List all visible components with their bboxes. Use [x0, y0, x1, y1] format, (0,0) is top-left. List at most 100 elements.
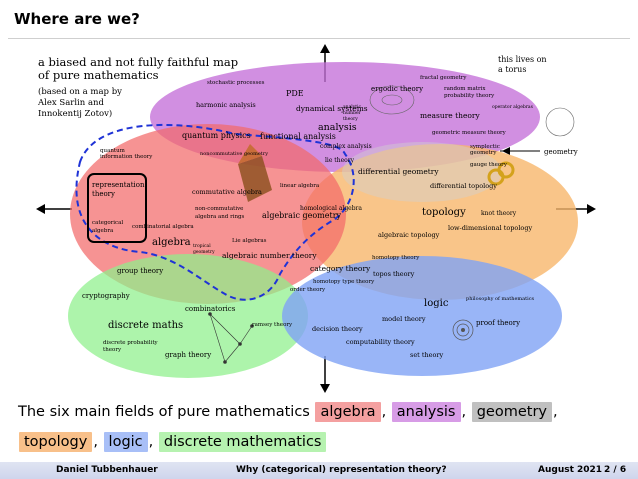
svg-text:knot theory: knot theory [481, 210, 517, 217]
map-caption-line-2: of pure mathematics [38, 68, 159, 82]
region-logic [282, 256, 562, 376]
footer-date: August 2021 [538, 465, 603, 475]
label-lie-algebras: Lie algebras [232, 238, 267, 244]
pyramid-sketch [238, 144, 272, 202]
svg-text:algebraic number theory: algebraic number theory [222, 251, 317, 260]
label-combinatorial-algebra: combinatorial algebra [132, 224, 194, 230]
label-group-theory: group theory [117, 267, 163, 275]
svg-text:homotopy type theory: homotopy type theory [313, 279, 375, 285]
svg-text:topology: topology [422, 207, 466, 218]
arrow-left-icon [36, 204, 72, 214]
label-homological-algebra: homological algebra [300, 205, 362, 212]
label-set-theory: set theory [410, 351, 444, 359]
label-operator-algebras: operator algebras [492, 104, 534, 110]
label-functional-analysis: functional analysis [260, 132, 336, 141]
svg-text:model theory: model theory [382, 315, 426, 323]
tag-logic: logic [103, 432, 148, 452]
tag-geometry: geometry [471, 402, 552, 422]
label-order-theory: order theory [290, 287, 326, 293]
svg-text:symplectic: symplectic [470, 144, 500, 150]
label-geometric-measure-theory: geometric measure theory [432, 130, 507, 136]
map-caption-line-1: a biased and not fully faithful map [38, 55, 238, 69]
svg-text:complex analysis: complex analysis [320, 143, 372, 150]
label-knot-theory: knot theory [481, 210, 517, 217]
svg-text:algebra: algebra [92, 228, 114, 234]
svg-text:geometric measure theory: geometric measure theory [432, 130, 507, 136]
svg-text:a biased and not fully faithfu: a biased and not fully faithful map [38, 55, 238, 69]
label-algebraic-geometry: algebraic geometry [262, 211, 342, 220]
label-noncommutative-geometry: noncommutative geometry [200, 151, 268, 157]
svg-text:Lie algebras: Lie algebras [232, 238, 267, 244]
svg-text:analysis: analysis [318, 122, 357, 133]
label-differential-topology: differential topology [430, 182, 497, 190]
region-algebra [70, 124, 346, 304]
svg-text:tropical: tropical [193, 243, 211, 249]
svg-text:homological algebra: homological algebra [300, 205, 362, 212]
label-quantum-physics: quantum physics [182, 131, 251, 140]
math-map: a biased and not fully faithful map of p… [36, 44, 596, 393]
label-topology: topology [422, 207, 466, 218]
svg-text:algebra: algebra [152, 237, 191, 248]
svg-text:functional analysis: functional analysis [260, 132, 336, 141]
label-discrete-maths: discrete maths [108, 320, 183, 331]
svg-text:homotopy theory: homotopy theory [372, 255, 420, 261]
svg-text:dynamical systems: dynamical systems [296, 104, 368, 113]
label-algebraic-number-theory: algebraic number theory [222, 251, 317, 260]
svg-text:random matrix: random matrix [444, 86, 486, 92]
label-analytic-number-theory: analytic [343, 104, 361, 110]
label-algebraic-topology: algebraic topology [378, 231, 440, 239]
svg-text:linear algebra: linear algebra [280, 183, 320, 189]
map-credit-line-2: Alex Sarlin and [37, 98, 104, 108]
svg-text:harmonic analysis: harmonic analysis [196, 101, 256, 109]
svg-text:graph theory: graph theory [165, 351, 211, 359]
svg-text:algebraic topology: algebraic topology [378, 231, 440, 239]
label-dynamical-systems: dynamical systems [296, 104, 368, 113]
graph-network-icon [208, 312, 254, 364]
svg-text:decision theory: decision theory [312, 325, 363, 333]
label-homotopy-theory: homotopy theory [372, 255, 420, 261]
lives-note-line-2: a torus [498, 65, 526, 74]
tag-algebra: algebra [315, 402, 381, 422]
svg-text:discrete maths: discrete maths [108, 320, 183, 331]
svg-text:representation: representation [92, 181, 145, 189]
svg-text:theory: theory [343, 116, 358, 122]
svg-text:group theory: group theory [117, 267, 163, 275]
label-ergodic-theory: ergodic theory [371, 85, 423, 93]
label-complex-analysis: complex analysis [320, 143, 372, 150]
label-algebra: algebra [152, 237, 191, 248]
label-ramsey-theory: ramsey theory [252, 322, 293, 328]
svg-text:ramsey theory: ramsey theory [252, 322, 293, 328]
label-topos-theory: topos theory [373, 270, 415, 278]
svg-text:analytic: analytic [343, 104, 361, 110]
svg-text:stochastic processes: stochastic processes [207, 80, 265, 86]
svg-text:category theory: category theory [310, 264, 371, 273]
footer-author: Daniel Tubbenhauer [56, 465, 158, 475]
svg-text:combinatorial algebra: combinatorial algebra [132, 224, 194, 230]
svg-text:categorical: categorical [92, 220, 123, 226]
label-stochastic-processes: stochastic [207, 80, 235, 86]
svg-text:differential topology: differential topology [430, 182, 497, 190]
label-logic: logic [424, 298, 449, 309]
caption-line-2: topology, logic, discrete mathematics [18, 432, 327, 452]
footer-bar: Daniel Tubbenhauer Why (categorical) rep… [0, 462, 638, 479]
svg-text:theory: theory [92, 190, 115, 198]
svg-text:this lives on: this lives on [498, 55, 547, 64]
label-fractal-geometry: fractal geometry [420, 75, 467, 81]
label-low-dimensional-topology: low-dimensional topology [448, 224, 532, 232]
svg-text:Innokentij Zotov): Innokentij Zotov) [38, 108, 112, 119]
svg-text:cryptography: cryptography [82, 292, 130, 300]
region-discrete [68, 254, 308, 378]
footer-page-number: 2 / 6 [604, 465, 627, 475]
svg-text:set theory: set theory [410, 351, 444, 359]
label-quantum-information-theory: quantum [100, 148, 126, 154]
label-discrete-probability: discrete probability [103, 340, 159, 346]
svg-text:geometry: geometry [544, 148, 578, 156]
torus-sketch-icon [369, 85, 415, 115]
svg-text:quantum physics: quantum physics [182, 131, 251, 140]
svg-text:theory: theory [103, 347, 122, 353]
sphere-sketch-icon [545, 107, 575, 137]
label-cryptography: cryptography [82, 292, 130, 300]
map-credit-line-3: Innokentij Zotov) [38, 108, 112, 119]
svg-text:number: number [343, 110, 362, 116]
svg-text:operator algebras: operator algebras [492, 104, 534, 110]
